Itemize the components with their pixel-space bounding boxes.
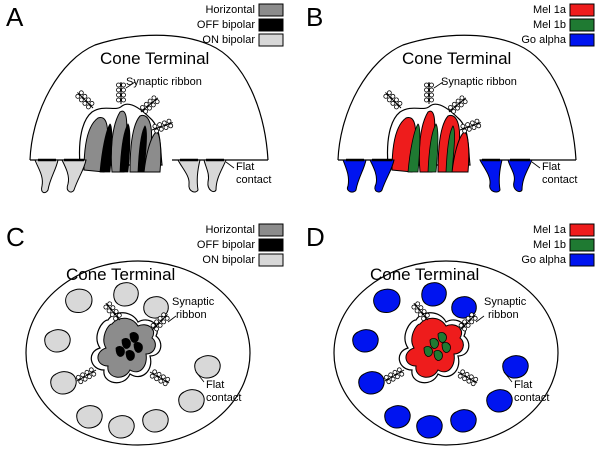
flat-contact-label: contact [206,392,241,404]
legend-label: Horizontal [205,224,255,236]
legend-swatch [258,223,284,237]
synaptic-ribbon-label: ribbon [176,309,207,321]
flat-contact-label: contact [542,174,577,186]
legend-label: ON bipolar [202,34,255,46]
go-alpha-processes [342,159,533,193]
panel-letter: D [306,222,325,252]
panel-letter: C [6,222,25,252]
legend-label: OFF bipolar [197,239,255,251]
flat-contact-label: contact [236,174,271,186]
flat-contact-label: contact [514,392,549,404]
flat-contact-label: Flat [542,161,560,173]
legend-swatch [569,3,595,17]
panel-b: B Mel 1a Mel 1b Go alpha Cone Terminal S… [306,2,595,193]
panel-a: A Horizontal OFF bipolar ON bipolar Cone… [6,2,284,194]
terminal-title: Cone Terminal [402,49,511,68]
mel1b-processes [423,332,451,361]
panel-letter: A [6,2,24,32]
legend-swatch [258,18,284,32]
legend-swatch [569,253,595,267]
panel-d: D Mel 1a Mel 1b Go alpha Cone Terminal [306,222,595,446]
synaptic-ribbon-label: Synaptic [484,296,527,308]
legend-swatch [569,223,595,237]
legend-swatch [258,253,284,267]
synaptic-ribbon [116,81,126,105]
synaptic-ribbon [381,88,405,112]
off-bipolar-processes [99,123,147,173]
legend-label: Go alpha [521,254,567,266]
legend-swatch [569,238,595,252]
legend-label: Mel 1a [533,4,567,16]
terminal-outline [29,34,269,161]
mel1b-processes [407,123,455,173]
legend-swatch [569,18,595,32]
legend-swatch [258,33,284,47]
legend-label: OFF bipolar [197,19,255,31]
legend-label: Go alpha [521,34,567,46]
off-bipolar-processes [115,332,143,361]
flat-contact-label: Flat [514,379,532,391]
panel-letter: B [306,2,323,32]
on-bipolar-processes [44,282,221,439]
legend-swatch [258,238,284,252]
terminal-title: Cone Terminal [100,49,209,68]
synaptic-ribbon-label: Synaptic ribbon [126,76,202,88]
legend-label: Horizontal [205,4,255,16]
synaptic-ribbon-label: Synaptic ribbon [441,76,517,88]
panel-c: C Horizontal OFF bipolar ON bipolar Cone… [6,222,284,446]
synaptic-ribbon-label: Synaptic [172,296,215,308]
terminal-outline [337,34,577,161]
flat-contact-label: Flat [236,161,254,173]
synaptic-ribbon [73,88,97,112]
terminal-title: Cone Terminal [66,265,175,284]
terminal-title: Cone Terminal [370,265,479,284]
legend-label: Mel 1b [533,19,566,31]
legend-label: ON bipolar [202,254,255,266]
synaptic-ribbon-label: ribbon [488,309,519,321]
go-alpha-processes [352,282,529,439]
legend-swatch [569,33,595,47]
legend-label: Mel 1a [533,224,567,236]
on-bipolar-processes [34,159,227,194]
flat-contact-label: Flat [206,379,224,391]
legend-swatch [258,3,284,17]
synaptic-ribbon [424,81,434,105]
legend-label: Mel 1b [533,239,566,251]
